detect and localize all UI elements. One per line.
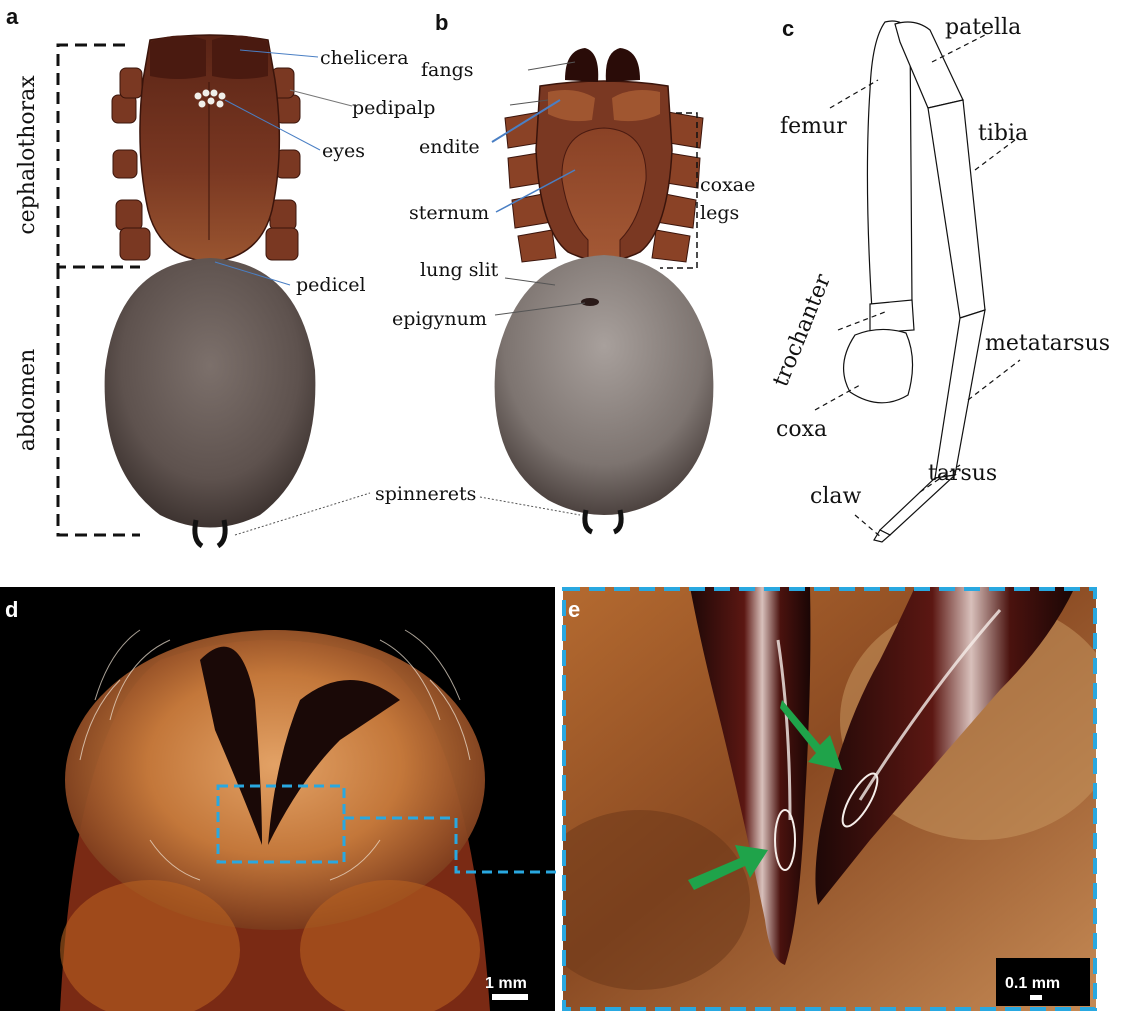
trochanter-segment — [870, 300, 914, 333]
cephalothorax-label: cephalothorax — [15, 75, 40, 235]
scale-bar-e — [1030, 995, 1042, 1000]
metatarsus-label: metatarsus — [985, 331, 1110, 356]
panel-b: b — [392, 10, 755, 532]
panel-label-e: e — [568, 597, 580, 622]
chelicera-label: chelicera — [320, 47, 409, 69]
epigynum-label: epigynum — [392, 308, 487, 330]
lung-slit-label: lung slit — [420, 259, 499, 281]
endite-right — [612, 90, 660, 121]
fang-right-b — [606, 48, 640, 82]
abdomen-a — [105, 258, 316, 528]
panel-a: a cephalothorax abdomen — [6, 4, 476, 546]
coxa-label: coxa — [776, 417, 827, 442]
claw-label: claw — [810, 484, 861, 509]
tibia-segment — [928, 100, 985, 318]
chelicera-left — [150, 35, 206, 79]
coxa-segment — [844, 329, 913, 402]
scale-bar-d-label: 1 mm — [485, 975, 527, 992]
femur-segment — [867, 21, 912, 310]
legs-label: legs — [700, 202, 739, 224]
panel-label-b: b — [435, 10, 448, 35]
tibia-label: tibia — [978, 121, 1028, 146]
eyes-label: eyes — [322, 140, 365, 162]
panel-e: e 0.1 mm — [530, 587, 1120, 1011]
epigynum-mark — [581, 298, 599, 306]
trochanter-label: trochanter — [768, 270, 836, 390]
chelicera-right — [212, 35, 268, 79]
panel-c: c p — [768, 15, 1110, 542]
tarsus-label: tarsus — [928, 461, 997, 486]
femur-label: femur — [780, 114, 847, 139]
pedipalp-label: pedipalp — [352, 97, 435, 119]
panel-d: d 1 mm — [0, 587, 555, 1011]
sternum-label: sternum — [409, 202, 489, 224]
abdomen-label: abdomen — [15, 349, 40, 452]
abdomen-b — [495, 255, 714, 515]
metatarsus-segment — [935, 310, 985, 478]
scale-bar-d — [492, 994, 528, 1000]
panel-label-d: d — [5, 597, 18, 622]
spinnerets-label: spinnerets — [375, 483, 476, 505]
scale-bar-e-label: 0.1 mm — [1005, 975, 1060, 992]
coxae-label: coxae — [700, 174, 755, 196]
endite-left — [548, 90, 595, 121]
panel-label-a: a — [6, 4, 19, 29]
pedicel-label: pedicel — [296, 274, 366, 296]
fang-left-b — [565, 48, 598, 82]
patella-label: patella — [945, 15, 1021, 40]
panel-label-c: c — [782, 16, 794, 41]
fangs-label: fangs — [421, 59, 474, 81]
endite-label: endite — [419, 136, 480, 158]
